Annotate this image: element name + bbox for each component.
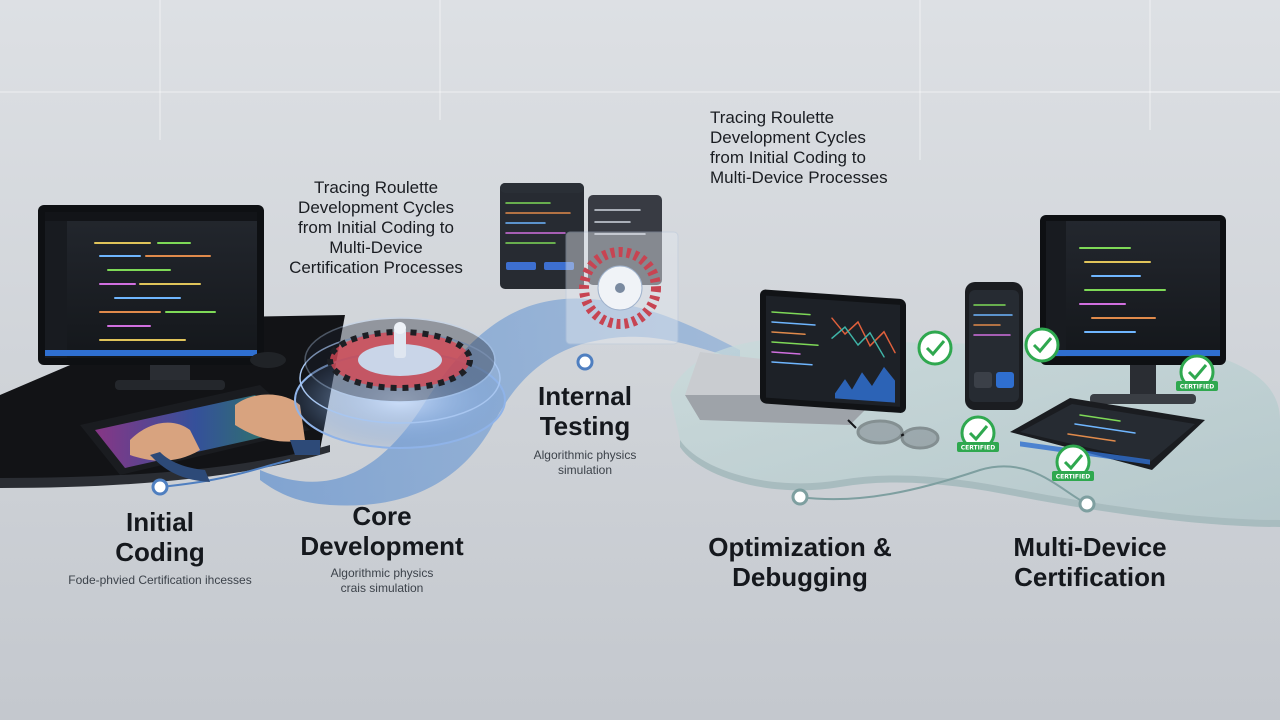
- caption-line: Tracing Roulette: [710, 108, 835, 127]
- stage-subtitle-core-development: Algorithmic physics crais simulation: [302, 566, 462, 596]
- stage-subtitle-internal-testing: Algorithmic physics simulation: [505, 448, 665, 478]
- certified-badge: CERTIFIED: [1052, 444, 1094, 481]
- stage-title-line: Initial: [126, 507, 194, 537]
- caption-line: from Initial Coding to: [710, 148, 866, 167]
- certified-label: CERTIFIED: [1056, 474, 1091, 481]
- stage-title-line: Multi-Device: [1013, 532, 1167, 562]
- caption-line: Multi-Device Processes: [710, 168, 888, 187]
- caption-line: Development Cycles: [710, 128, 866, 147]
- certified-label: CERTIFIED: [1180, 384, 1215, 391]
- laptop: [685, 289, 906, 425]
- stage-title-line: Optimization &: [708, 532, 892, 562]
- stage-subtitle-initial-coding: Fode-phvied Certification ihcesses: [40, 573, 280, 588]
- caption-line: Certification Processes: [289, 258, 463, 277]
- stage-title-optimization-debugging: Optimization & Debugging: [690, 532, 910, 592]
- caption-line: from Initial Coding to: [298, 218, 454, 237]
- stage-title-line: Testing: [539, 411, 631, 441]
- timeline-node-initial-coding: [151, 478, 169, 496]
- stage-title-initial-coding: Initial Coding: [80, 507, 240, 567]
- caption-line: Development Cycles: [298, 198, 454, 217]
- stage-subtitle-line: Algorithmic physics: [533, 448, 637, 462]
- stage-subtitle-line: Algorithmic physics: [330, 566, 434, 580]
- caption-line: Multi-Device: [329, 238, 423, 257]
- desktop-monitor-right: [1040, 215, 1226, 404]
- stage-subtitle-line: simulation: [557, 463, 613, 477]
- certified-badge: CERTIFIED: [1176, 354, 1218, 391]
- caption-line: Tracing Roulette: [313, 178, 439, 197]
- timeline-node-certification: [1078, 495, 1096, 513]
- stage-title-line: Coding: [115, 537, 205, 567]
- desktop-monitor-left: [38, 205, 264, 390]
- timeline-node-optimization: [791, 488, 809, 506]
- stage-title-line: Core: [352, 501, 412, 531]
- certified-badge: CERTIFIED: [957, 415, 999, 452]
- stage-title-line: Certification: [1014, 562, 1166, 592]
- certified-label: CERTIFIED: [961, 445, 996, 452]
- stage-title-core-development: Core Development: [282, 501, 482, 561]
- stage-title-multi-device-certification: Multi-Device Certification: [980, 532, 1200, 592]
- stage-title-line: Internal: [538, 381, 632, 411]
- holographic-roulette-wheel: [294, 317, 506, 449]
- smartphone: [965, 282, 1023, 410]
- tablet: [1010, 398, 1205, 470]
- eyeglasses: [847, 419, 940, 450]
- stage-subtitle-line: crais simulation: [340, 581, 424, 595]
- timeline-node-internal-testing: [576, 353, 594, 371]
- floating-code-panels: [500, 183, 679, 345]
- caption-right: Tracing Roulette Development Cycles from…: [710, 108, 970, 188]
- stage-title-internal-testing: Internal Testing: [510, 381, 660, 441]
- stage-title-line: Development: [300, 531, 464, 561]
- certified-badge: [917, 330, 953, 366]
- timeline-connector: [159, 459, 1088, 505]
- rgb-keyboard: [80, 352, 320, 482]
- certified-badge: [1024, 327, 1060, 363]
- caption-left: Tracing Roulette Development Cycles from…: [270, 178, 482, 278]
- stage-subtitle-line: Fode-phvied Certification ihcesses: [68, 573, 252, 587]
- stage-title-line: Debugging: [732, 562, 868, 592]
